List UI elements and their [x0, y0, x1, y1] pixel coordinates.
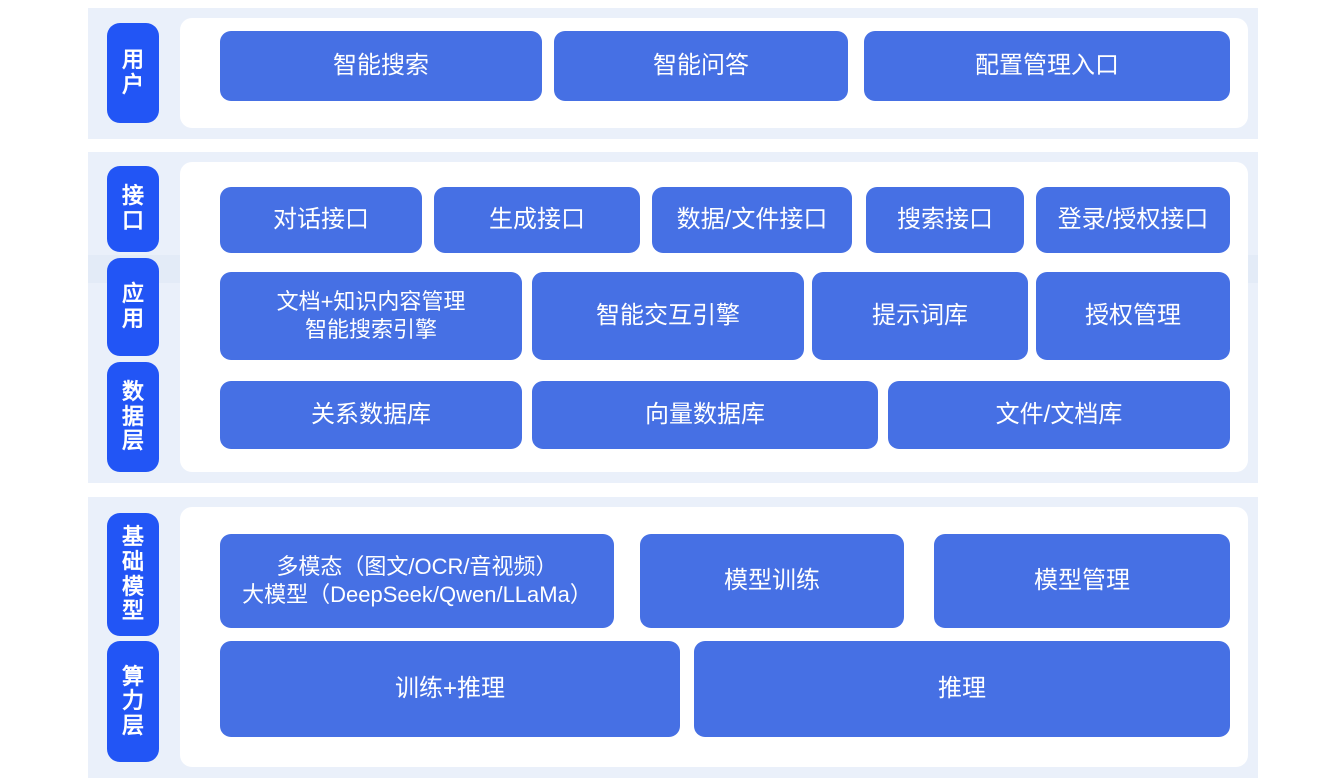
data-item-file-document-store-label: 文件/文档库 [995, 401, 1123, 429]
data-item-relational-database[interactable]: 关系数据库 [220, 381, 522, 449]
application-item-interaction-engine-label: 智能交互引擎 [596, 302, 740, 330]
data-item-vector-database[interactable]: 向量数据库 [532, 381, 878, 449]
application-item-prompt-library-label: 提示词库 [872, 302, 968, 330]
user-item-config-management-entry[interactable]: 配置管理入口 [864, 31, 1230, 101]
interface-item-dialog-api[interactable]: 对话接口 [220, 187, 422, 253]
application-item-doc-knowledge-management-line1: 文档+知识内容管理 [276, 288, 466, 314]
user-item-smart-qa-label: 智能问答 [653, 52, 749, 80]
interface-item-search-api[interactable]: 搜索接口 [866, 187, 1024, 253]
application-item-authorization-management-label: 授权管理 [1085, 302, 1181, 330]
application-item-prompt-library[interactable]: 提示词库 [812, 272, 1028, 360]
application-item-doc-knowledge-management[interactable]: 文档+知识内容管理 智能搜索引擎 [220, 272, 522, 360]
interface-item-data-file-api[interactable]: 数据/文件接口 [652, 187, 852, 253]
user-item-smart-search[interactable]: 智能搜索 [220, 31, 542, 101]
user-item-config-management-entry-label: 配置管理入口 [975, 52, 1119, 80]
layer-tab-compute-label: 算力层 [122, 663, 146, 738]
model-item-multimodal-llm[interactable]: 多模态（图文/OCR/音视频） 大模型（DeepSeek/Qwen/LLaMa） [220, 534, 614, 628]
model-item-model-training[interactable]: 模型训练 [640, 534, 904, 628]
interface-item-generation-api[interactable]: 生成接口 [434, 187, 640, 253]
model-item-model-management[interactable]: 模型管理 [934, 534, 1230, 628]
interface-item-data-file-api-label: 数据/文件接口 [676, 206, 828, 234]
user-item-smart-search-label: 智能搜索 [333, 52, 429, 80]
interface-item-login-auth-api-label: 登录/授权接口 [1057, 206, 1209, 234]
layer-tab-foundation-model[interactable]: 基础模型 [107, 513, 159, 636]
compute-item-training-inference[interactable]: 训练+推理 [220, 641, 680, 737]
data-item-relational-database-label: 关系数据库 [311, 401, 431, 429]
compute-item-training-inference-label: 训练+推理 [394, 675, 505, 703]
model-item-multimodal-llm-line1: 多模态（图文/OCR/音视频） [276, 553, 558, 579]
application-item-authorization-management[interactable]: 授权管理 [1036, 272, 1230, 360]
interface-item-search-api-label: 搜索接口 [897, 206, 993, 234]
model-item-multimodal-llm-line2: 大模型（DeepSeek/Qwen/LLaMa） [242, 582, 592, 607]
model-item-model-training-label: 模型训练 [724, 567, 820, 595]
application-item-doc-knowledge-management-line2: 智能搜索引擎 [304, 317, 437, 342]
layer-tab-compute[interactable]: 算力层 [107, 641, 159, 762]
layer-tab-user[interactable]: 用户 [107, 23, 159, 123]
layer-tab-application-label: 应用 [122, 281, 146, 331]
layer-tab-interface-label: 接口 [122, 183, 146, 233]
data-item-file-document-store[interactable]: 文件/文档库 [888, 381, 1230, 449]
compute-item-inference[interactable]: 推理 [694, 641, 1230, 737]
layer-tab-foundation-model-label: 基础模型 [122, 524, 146, 624]
application-item-interaction-engine[interactable]: 智能交互引擎 [532, 272, 804, 360]
data-item-vector-database-label: 向量数据库 [645, 401, 765, 429]
interface-item-login-auth-api[interactable]: 登录/授权接口 [1036, 187, 1230, 253]
interface-item-dialog-api-label: 对话接口 [273, 206, 369, 234]
layer-tab-interface[interactable]: 接口 [107, 166, 159, 252]
interface-item-generation-api-label: 生成接口 [489, 206, 585, 234]
user-item-smart-qa[interactable]: 智能问答 [554, 31, 848, 101]
model-item-model-management-label: 模型管理 [1034, 567, 1130, 595]
layer-tab-data[interactable]: 数据层 [107, 362, 159, 472]
compute-item-inference-label: 推理 [938, 675, 986, 703]
layer-tab-data-label: 数据层 [122, 379, 146, 454]
layer-tab-application[interactable]: 应用 [107, 258, 159, 356]
layer-tab-user-label: 用户 [122, 47, 146, 97]
